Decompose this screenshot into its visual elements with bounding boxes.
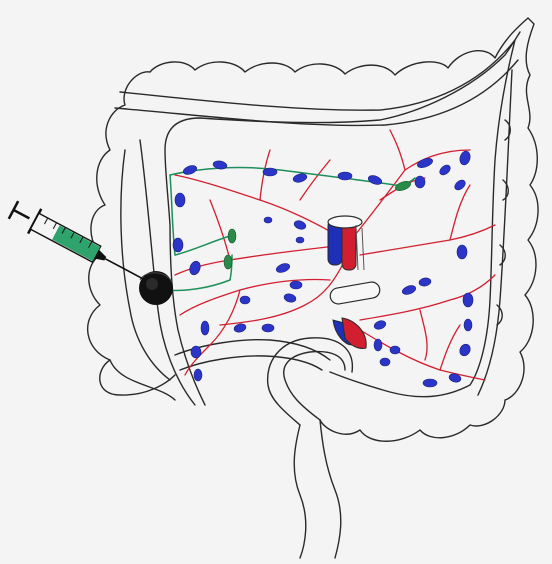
lymph-node [463, 293, 473, 307]
lymph-node [240, 296, 250, 304]
lymph-node [262, 324, 274, 332]
lymph-node [263, 168, 277, 176]
lymph-node [464, 319, 472, 331]
lymph-node [173, 238, 183, 252]
lymph-node [175, 193, 185, 207]
lymph-node [390, 346, 400, 354]
lymph-node [194, 369, 202, 381]
lymph-node [296, 237, 304, 243]
lymph-node [415, 176, 425, 188]
lymph-node [290, 281, 302, 289]
lymph-node [338, 172, 352, 180]
lymph-node [201, 321, 209, 335]
lymph-node [423, 379, 437, 387]
sentinel-node [228, 229, 236, 243]
lymph-node [191, 346, 201, 358]
injection-site-icon [139, 271, 173, 305]
lymph-node [374, 339, 382, 351]
lymph-node [380, 358, 390, 366]
vessel-origin-top [328, 216, 362, 228]
lymph-node [457, 245, 467, 259]
lymph-node [264, 217, 272, 223]
sentinel-node [224, 255, 232, 269]
